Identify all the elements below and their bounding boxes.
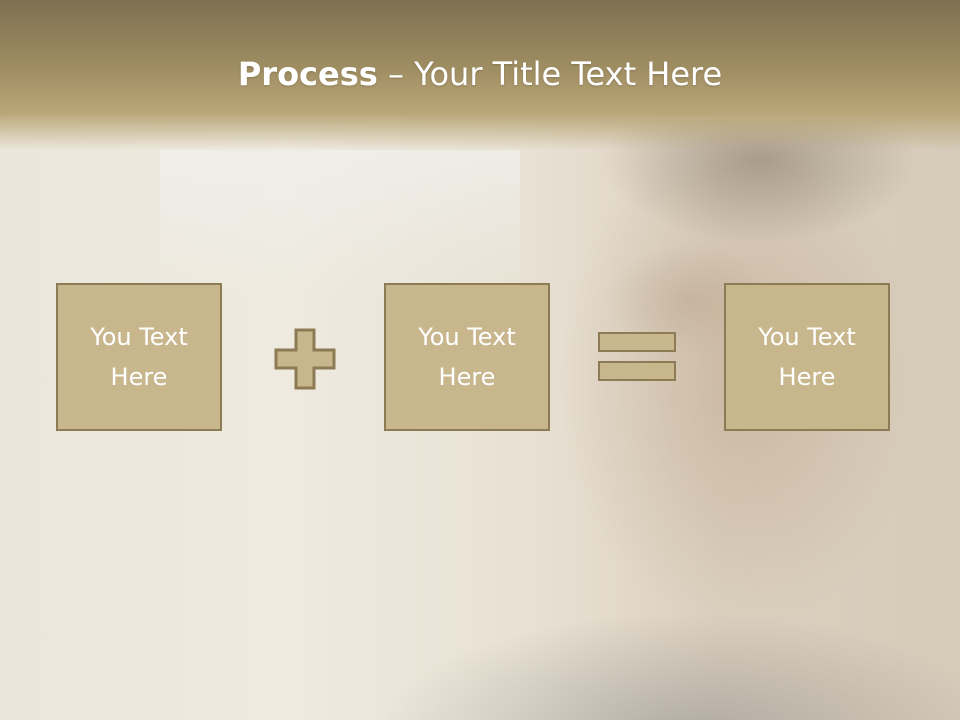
plus-icon <box>274 328 336 390</box>
background-window <box>160 150 520 300</box>
text-box-1-label: You Text Here <box>90 323 188 391</box>
title-rest: – Your Title Text Here <box>377 55 723 93</box>
equals-bar-top <box>598 332 676 352</box>
text-box-2-label: You Text Here <box>418 323 516 391</box>
background-shirt <box>220 520 960 720</box>
text-box-3[interactable]: You Text Here <box>724 283 890 431</box>
header-band <box>0 0 960 150</box>
text-box-1[interactable]: You Text Here <box>56 283 222 431</box>
title-bold: Process <box>237 55 378 93</box>
text-box-3-label: You Text Here <box>758 323 856 391</box>
slide-title[interactable]: Process – Your Title Text Here <box>0 54 960 94</box>
equals-bar-bottom <box>598 361 676 381</box>
text-box-2[interactable]: You Text Here <box>384 283 550 431</box>
